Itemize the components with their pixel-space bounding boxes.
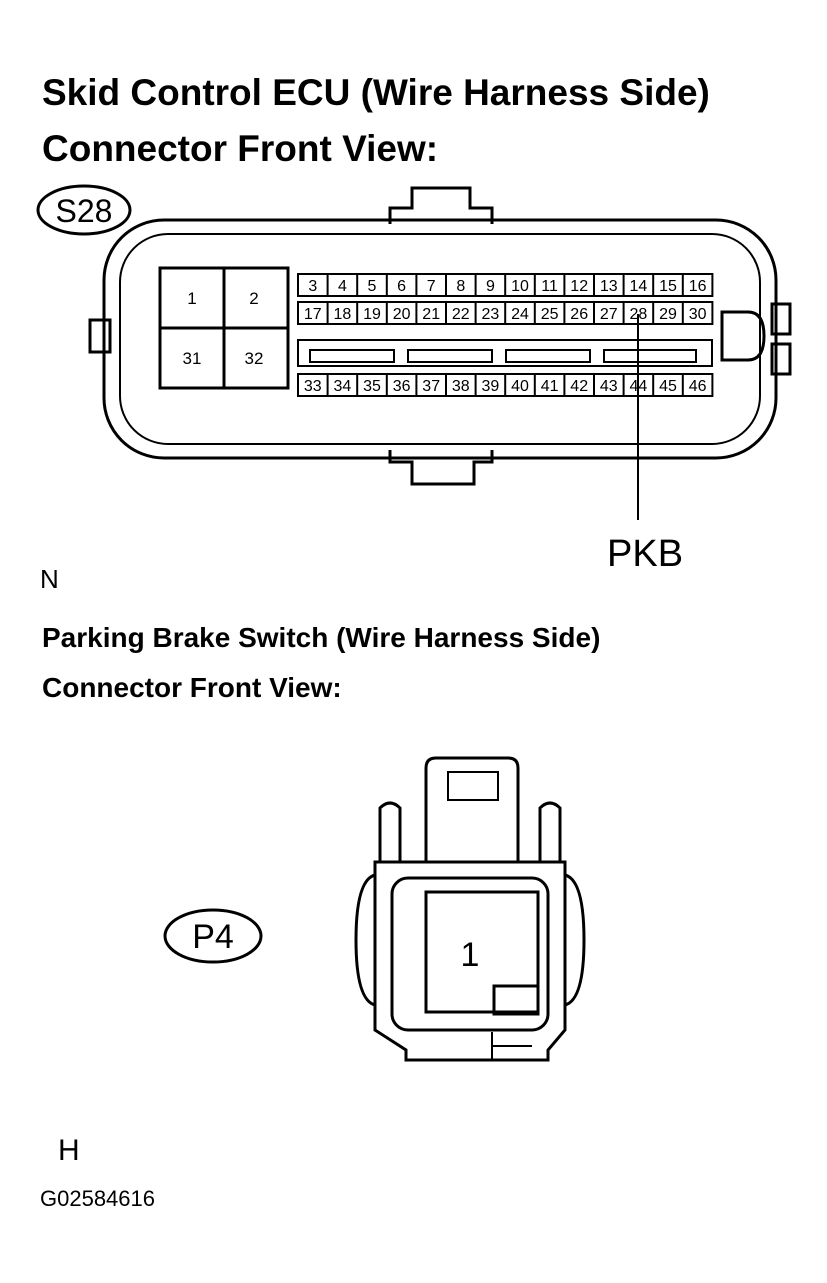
pkb-label: PKB [607, 533, 684, 575]
pin-6-label: 6 [397, 278, 406, 295]
pin-41-label: 41 [541, 378, 559, 395]
pin-4-label: 4 [338, 278, 347, 295]
pin-32-label: 32 [245, 349, 264, 368]
pin-24-label: 24 [511, 306, 529, 323]
pin-11-label: 11 [541, 278, 558, 295]
pin-37-label: 37 [422, 378, 440, 395]
pin-43-label: 43 [600, 378, 618, 395]
ecu-corner-letter: N [40, 564, 59, 594]
pin-15-label: 15 [659, 278, 677, 295]
p4-pin-1-label: 1 [461, 936, 480, 974]
pin-16-label: 16 [689, 278, 707, 295]
pin-33-label: 33 [304, 378, 322, 395]
pin-12-label: 12 [570, 278, 588, 295]
pin-27-label: 27 [600, 306, 618, 323]
pin-7-label: 7 [427, 278, 436, 295]
pin-30-label: 30 [689, 306, 707, 323]
pin-29-label: 29 [659, 306, 677, 323]
pin-34-label: 34 [334, 378, 352, 395]
pin-2-label: 2 [249, 289, 258, 308]
large-pin-block: 1 2 31 32 [158, 266, 290, 390]
pin-1-label: 1 [187, 289, 196, 308]
pin-45-label: 45 [659, 378, 677, 395]
p4-connector-id-oval [163, 908, 263, 964]
pin-10-label: 10 [511, 278, 529, 295]
pin-39-label: 39 [482, 378, 500, 395]
pin-17-label: 17 [304, 306, 322, 323]
pin-23-label: 23 [482, 306, 500, 323]
parking-brake-corner-letter: H [58, 1134, 80, 1167]
parking-brake-title-line1: Parking Brake Switch (Wire Harness Side) [42, 622, 601, 653]
guide-rail [297, 339, 713, 367]
pin-9-label: 9 [486, 278, 495, 295]
pin-36-label: 36 [393, 378, 411, 395]
pin-22-label: 22 [452, 306, 470, 323]
ecu-title-line1: Skid Control ECU (Wire Harness Side) [42, 72, 710, 113]
pin-46-label: 46 [689, 378, 707, 395]
pin-26-label: 26 [570, 306, 588, 323]
ecu-connector-id: S28 [56, 193, 113, 229]
ecu-title-line2: Connector Front View: [42, 128, 439, 169]
figure-code: G02584616 [40, 1186, 155, 1211]
parking-brake-connector: 1 P4 [163, 756, 586, 1062]
pin-20-label: 20 [393, 306, 411, 323]
pin-19-label: 19 [363, 306, 381, 323]
pin-5-label: 5 [368, 278, 377, 295]
pin-13-label: 13 [600, 278, 618, 295]
pin-25-label: 25 [541, 306, 559, 323]
pin-42-label: 42 [570, 378, 588, 395]
pin-40-label: 40 [511, 378, 529, 395]
parking-brake-title-line2: Connector Front View: [42, 672, 342, 703]
pin-38-label: 38 [452, 378, 470, 395]
pin-21-label: 21 [422, 306, 440, 323]
pin-8-label: 8 [456, 278, 465, 295]
p4-connector-id: P4 [192, 918, 234, 956]
pin-31-label: 31 [183, 349, 202, 368]
pin-14-label: 14 [630, 278, 648, 295]
pin-35-label: 35 [363, 378, 381, 395]
pin-3-label: 3 [308, 278, 317, 295]
ecu-connector-id-oval [36, 184, 132, 236]
pin-18-label: 18 [334, 306, 352, 323]
